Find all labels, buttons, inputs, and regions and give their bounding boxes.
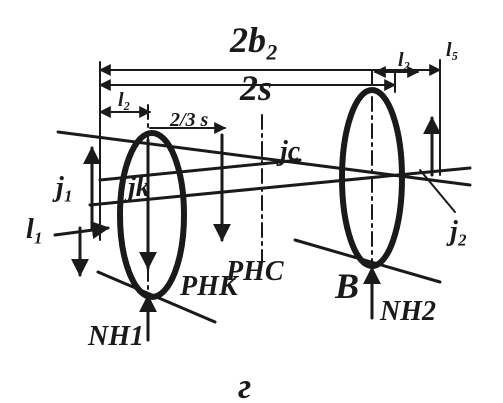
label-b: B xyxy=(334,266,359,306)
label-l5: l₅ xyxy=(446,39,459,61)
label-nh2: NН2 xyxy=(379,296,436,327)
label-j1: j₁ xyxy=(52,172,74,203)
angle-line-j2 xyxy=(419,169,456,213)
label-l2-left: l₂ xyxy=(118,89,131,111)
figure-caption: г xyxy=(238,366,251,403)
label-jk: jk xyxy=(124,172,150,203)
label-l2-right: l₂ xyxy=(398,49,411,71)
body-line-mid xyxy=(88,166,472,207)
label-two-thirds-s: 2/3 s xyxy=(169,109,209,131)
label-2b2: 2b₂ xyxy=(229,20,279,60)
wheel-front xyxy=(117,130,187,300)
label-l1: l₁ xyxy=(26,214,44,245)
force-arrow-l1-horizontal xyxy=(53,221,110,240)
label-phc: PНС xyxy=(225,256,284,287)
label-2s: 2s xyxy=(239,68,272,108)
label-jc: jc xyxy=(276,136,301,167)
label-nh1: NН1 xyxy=(87,321,144,352)
axle-line-2 xyxy=(293,238,442,284)
label-phk: PНК xyxy=(179,271,240,302)
label-j2: j₂ xyxy=(446,216,468,247)
body-line-cross xyxy=(98,158,302,182)
wheel-rear xyxy=(339,87,405,269)
